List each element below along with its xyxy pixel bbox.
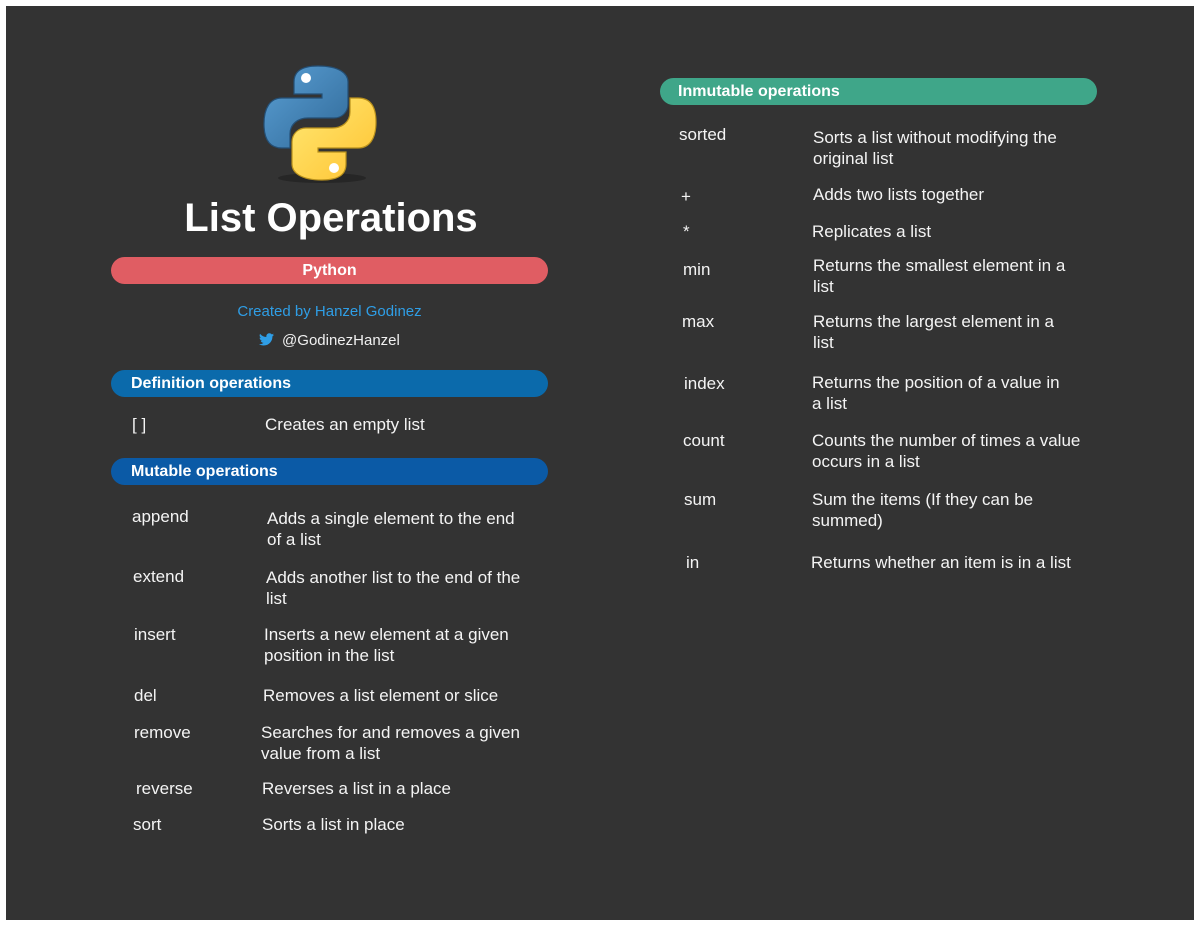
twitter-bird-icon (259, 332, 278, 348)
op-name-sum: sum (684, 490, 717, 509)
mutable-operations-heading: Mutable operations (131, 463, 278, 480)
op-name-count: count (683, 431, 725, 450)
op-desc-in: Returns whether an item is in a list (811, 553, 1071, 572)
twitter-handle-row: @GodinezHanzel (111, 330, 548, 351)
op-name-star: * (683, 222, 690, 241)
op-name-plus: + (681, 187, 691, 206)
op-name-in: in (686, 553, 700, 572)
op-desc-reverse: Reverses a list in a place (262, 779, 451, 798)
op-name-insert: insert (134, 625, 176, 644)
language-badge-label: Python (302, 262, 357, 279)
cheatsheet-page: List Operations Python Created by Hanzel… (6, 6, 1194, 920)
mutable-operations-header: Mutable operations (111, 458, 548, 485)
op-name-max: max (682, 312, 715, 331)
op-desc-plus: Adds two lists together (813, 185, 985, 204)
op-name-remove: remove (134, 723, 191, 742)
op-desc-empty-list: Creates an empty list (265, 415, 425, 434)
page-title: List Operations (184, 196, 478, 240)
op-name-reverse: reverse (136, 779, 193, 798)
definition-operations-header: Definition operations (111, 370, 548, 397)
inmutable-operations-header: Inmutable operations (660, 78, 1097, 105)
author-credit: Created by Hanzel Godinez (237, 303, 422, 320)
inmutable-operations-heading: Inmutable operations (678, 83, 840, 100)
op-name-min: min (683, 260, 711, 279)
op-desc-sort: Sorts a list in place (262, 815, 405, 834)
language-badge: Python (111, 257, 548, 284)
op-name-del: del (134, 686, 157, 705)
op-name-sort: sort (133, 815, 162, 834)
op-name-empty-list: [ ] (132, 415, 147, 434)
op-name-extend: extend (133, 567, 185, 586)
definition-operations-heading: Definition operations (131, 375, 291, 392)
op-name-append: append (132, 507, 189, 526)
op-desc-star: Replicates a list (812, 222, 932, 241)
op-name-sorted: sorted (679, 125, 727, 144)
twitter-handle: @GodinezHanzel (282, 332, 400, 349)
python-logo-icon (263, 65, 377, 183)
op-desc-del: Removes a list element or slice (263, 686, 499, 705)
op-name-index: index (684, 374, 725, 393)
